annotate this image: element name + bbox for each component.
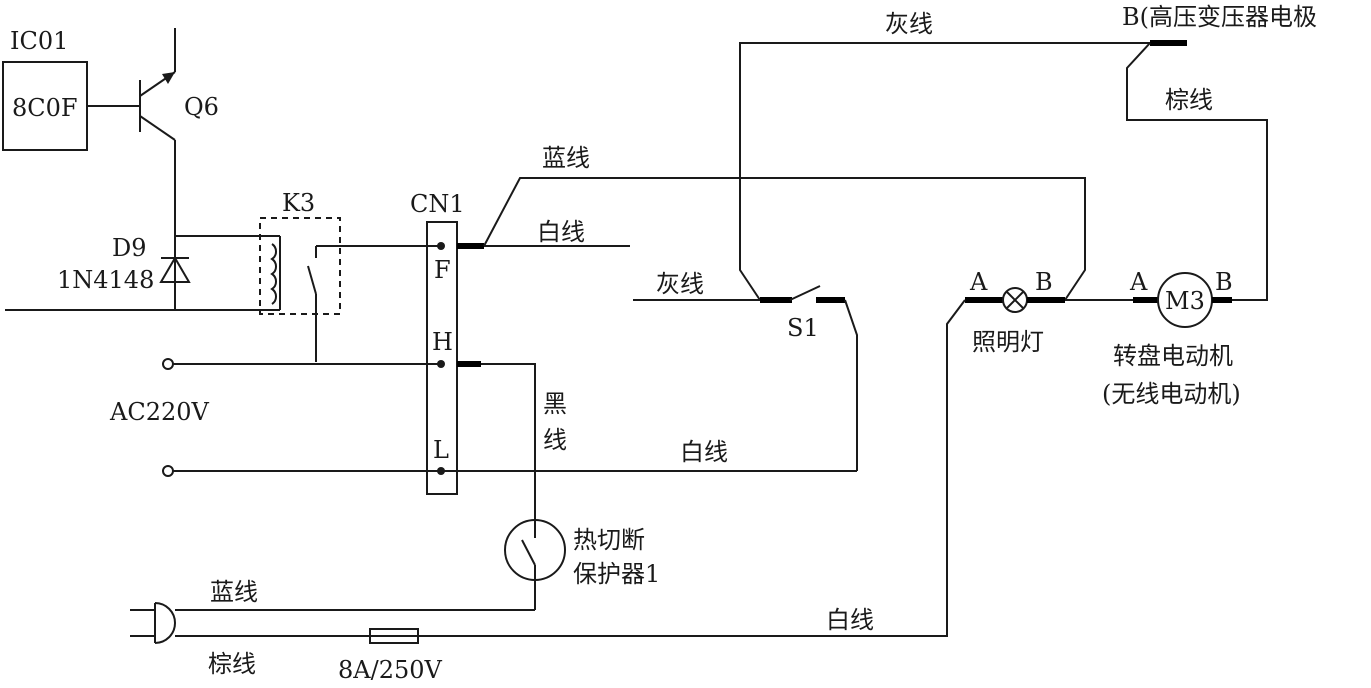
ac220v-label: AC220V [109, 398, 210, 426]
cn1-pin-h-dot [437, 360, 445, 368]
cn1-connector: CN1 F H L [410, 190, 857, 495]
fuse: 8A/250V 白线 [338, 299, 966, 684]
cn1-pin-f: F [434, 256, 451, 284]
cn1-pin-h: H [432, 328, 453, 356]
k3-enclosure [259, 217, 341, 315]
cn1-pin-l: L [433, 436, 449, 464]
s1-blade [789, 285, 821, 301]
ic01: IC01 8C0F [2, 27, 140, 151]
gray-wire-top-label: 灰线 [885, 10, 933, 38]
cn1-body [426, 221, 458, 495]
lamp-term-a-label: A [969, 268, 988, 296]
plug-brown-label: 棕线 [208, 650, 256, 678]
q6-collector [139, 115, 176, 141]
lamp-term-b-label: B [1035, 268, 1053, 296]
s1-name: S1 [787, 314, 819, 342]
motor-note: (无线电动机) [1102, 380, 1241, 408]
white-wire-f-label: 白线 [537, 218, 585, 246]
black-wire [481, 363, 536, 520]
ac-terminal-bottom [162, 465, 174, 477]
q6-arrow-icon [162, 72, 175, 84]
ic01-name: IC01 [10, 27, 68, 55]
q6-transistor: Q6 [139, 28, 219, 236]
lamp-name: 照明灯 [972, 328, 1044, 356]
brown-wire-right-label: 棕线 [1165, 86, 1213, 114]
thermal-cutout: 黑 线 热切断 保护器1 [481, 363, 660, 610]
brown-wire-right [1126, 42, 1268, 301]
plug-blue-label: 蓝线 [210, 578, 258, 606]
thermal-cutout-blade [521, 539, 536, 566]
bottom-white-label: 白线 [826, 606, 874, 634]
gray-wire-s1-label: 灰线 [656, 270, 704, 298]
cn1-name: CN1 [410, 190, 465, 218]
motor-name: 转盘电动机 [1113, 342, 1233, 370]
thermal-cutout-line1: 热切断 [573, 526, 645, 554]
d9-triangle [159, 256, 191, 283]
q6-name: Q6 [184, 93, 219, 121]
d9-diode: D9 1N4148 [5, 234, 280, 311]
fuse-rating: 8A/250V [338, 656, 442, 684]
blue-wire-label: 蓝线 [542, 144, 590, 172]
cn1-pin-f-dot [437, 242, 445, 250]
thermal-cutout-line2: 保护器1 [573, 560, 660, 588]
power-plug: 蓝线 棕线 [130, 578, 535, 678]
s1-to-l-wire [844, 299, 858, 471]
s1-switch: 灰线 S1 白线 [633, 270, 858, 471]
blue-wire [483, 177, 1086, 301]
gray-wire-top [739, 42, 1150, 301]
lamp-cross-2 [1006, 291, 1024, 309]
motor-term-b-label: B [1215, 268, 1233, 296]
motor-symbol: M3 [1165, 287, 1205, 315]
plug-icon [154, 602, 176, 644]
ac220v-input: AC220V [109, 358, 438, 477]
ic01-code: 8C0F [12, 94, 78, 122]
ac-terminal-top [162, 358, 174, 370]
hv-label: B(高压变压器电极 [1122, 3, 1317, 31]
k3-name: K3 [282, 189, 315, 217]
motor-term-a-label: A [1129, 268, 1148, 296]
black-wire-label-1: 黑 [543, 390, 567, 418]
lamp: A B 照明灯 [965, 268, 1065, 356]
black-wire-label-2: 线 [543, 426, 567, 454]
d9-name: D9 [112, 234, 147, 262]
motor-m3: M3 A B 转盘电动机 (无线电动机) [1102, 268, 1241, 408]
white-wire-l-label: 白线 [680, 438, 728, 466]
d9-part: 1N4148 [57, 266, 154, 294]
k3-relay: K3 [175, 189, 438, 362]
k3-contact-blade [307, 265, 317, 295]
bottom-white-wire [418, 299, 966, 637]
k3-coil-icon [270, 243, 278, 305]
